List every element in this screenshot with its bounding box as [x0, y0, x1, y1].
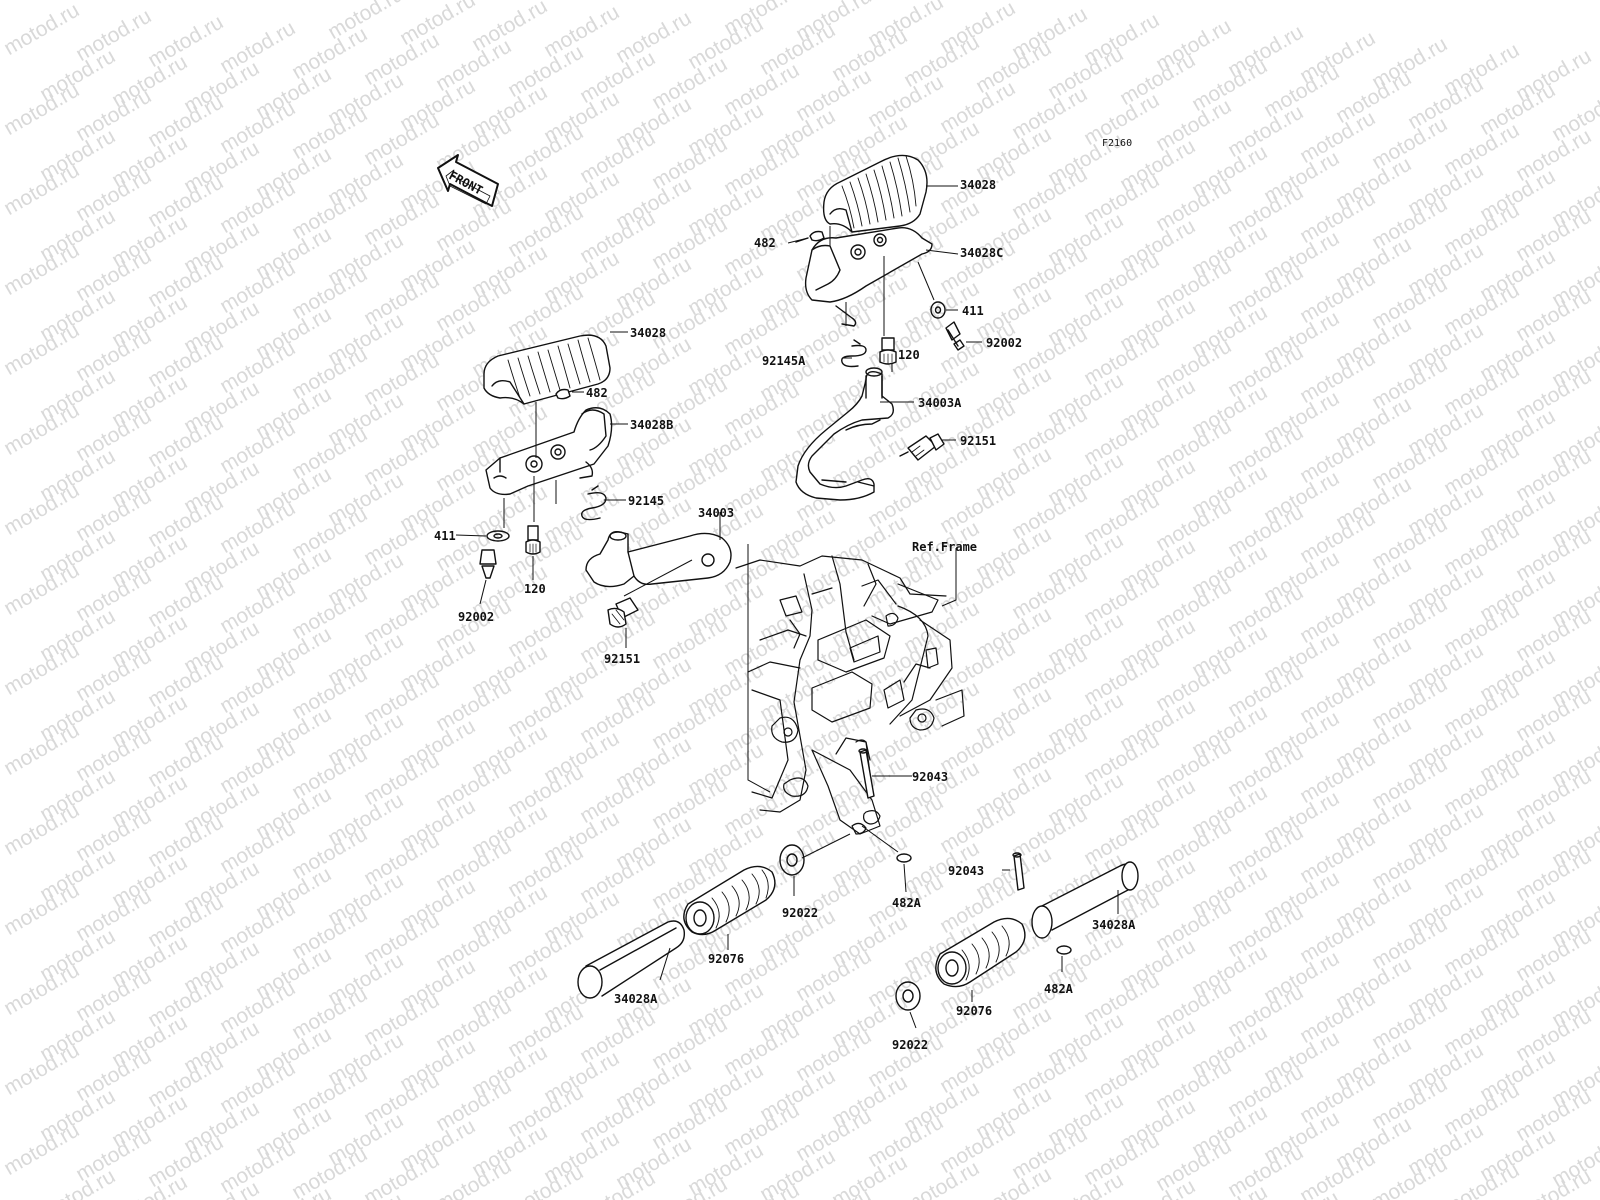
- label-34028A-right: 34028A: [1092, 918, 1136, 932]
- bolt-92151-left-icon: [607, 597, 639, 628]
- grease-nipple-92002-right-icon: [945, 321, 965, 351]
- front-label-svg: FRONT: [447, 168, 485, 197]
- pin-482A-center-icon: [896, 853, 912, 863]
- label-411-right: 411: [962, 304, 984, 318]
- rubber-92076-right: [935, 917, 1026, 988]
- label-34003A: 34003A: [918, 396, 962, 410]
- label-92076-right: 92076: [956, 1004, 993, 1018]
- label-92151-left: 92151: [604, 652, 641, 666]
- label-34028C: 34028C: [960, 246, 1004, 260]
- footrest-bracket-upper-right: [804, 227, 933, 327]
- label-411-left: 411: [434, 529, 456, 543]
- pin-482-left-icon: [555, 388, 571, 400]
- spring-92145A-icon: [841, 339, 867, 368]
- pin-92043-lower-icon: [1012, 852, 1025, 891]
- footrest-bracket-34028B: [485, 407, 613, 496]
- label-92022-left: 92022: [782, 906, 819, 920]
- label-92076-left: 92076: [708, 952, 745, 966]
- leader-lines: [455, 185, 1119, 1029]
- label-92145A: 92145A: [762, 354, 806, 368]
- front-arrow-label: FRONT: [447, 168, 485, 197]
- footrest-holder-34003A: [795, 367, 895, 501]
- bolt-120-right-icon: [879, 337, 897, 365]
- label-92022-right: 92022: [892, 1038, 929, 1052]
- label-482-upper-right: 482: [754, 236, 776, 250]
- figure-code: F2160: [1102, 138, 1133, 149]
- label-120-left: 120: [524, 582, 546, 596]
- label-120-right: 120: [898, 348, 920, 362]
- pin-92043-upper-icon: [858, 748, 875, 799]
- pin-482A-right-icon: [1056, 945, 1072, 955]
- washer-92022-right-icon: [895, 981, 921, 1011]
- frame-reference: [735, 555, 965, 835]
- washer-411-left-icon: [486, 530, 510, 542]
- grease-nipple-92002-left-icon: [479, 549, 497, 579]
- front-arrow-icon: [437, 154, 499, 207]
- label-34028-left: 34028: [630, 326, 667, 340]
- washer-411-right-icon: [930, 301, 946, 319]
- label-92043-upper: 92043: [912, 770, 949, 784]
- label-92002-left: 92002: [458, 610, 495, 624]
- label-482A-center: 482A: [892, 896, 921, 910]
- label-34003: 34003: [698, 506, 735, 520]
- footrest-rubber-upper-right: [822, 154, 928, 233]
- spring-92145-icon: [581, 485, 607, 521]
- label-92151-right: 92151: [960, 434, 997, 448]
- label-482-left: 482: [586, 386, 608, 400]
- bolt-120-left-icon: [525, 525, 541, 555]
- washer-92022-left-icon: [779, 844, 805, 876]
- label-ref-frame: Ref.Frame: [912, 540, 978, 554]
- label-92145: 92145: [628, 494, 665, 508]
- footpeg-34028A-left: [577, 920, 686, 999]
- footpeg-34028A-right: [1031, 861, 1139, 939]
- bolt-92151-right-icon: [899, 433, 945, 461]
- label-34028B: 34028B: [630, 418, 674, 432]
- rubber-92076-left: [683, 865, 776, 936]
- label-34028-upper-right: 34028: [960, 178, 997, 192]
- footrest-rubber-left: [483, 334, 611, 405]
- label-92043-lower: 92043: [948, 864, 985, 878]
- footrest-holder-34003: [585, 530, 732, 588]
- label-482A-right: 482A: [1044, 982, 1073, 996]
- label-92002-right: 92002: [986, 336, 1023, 350]
- label-34028A-left: 34028A: [614, 992, 658, 1006]
